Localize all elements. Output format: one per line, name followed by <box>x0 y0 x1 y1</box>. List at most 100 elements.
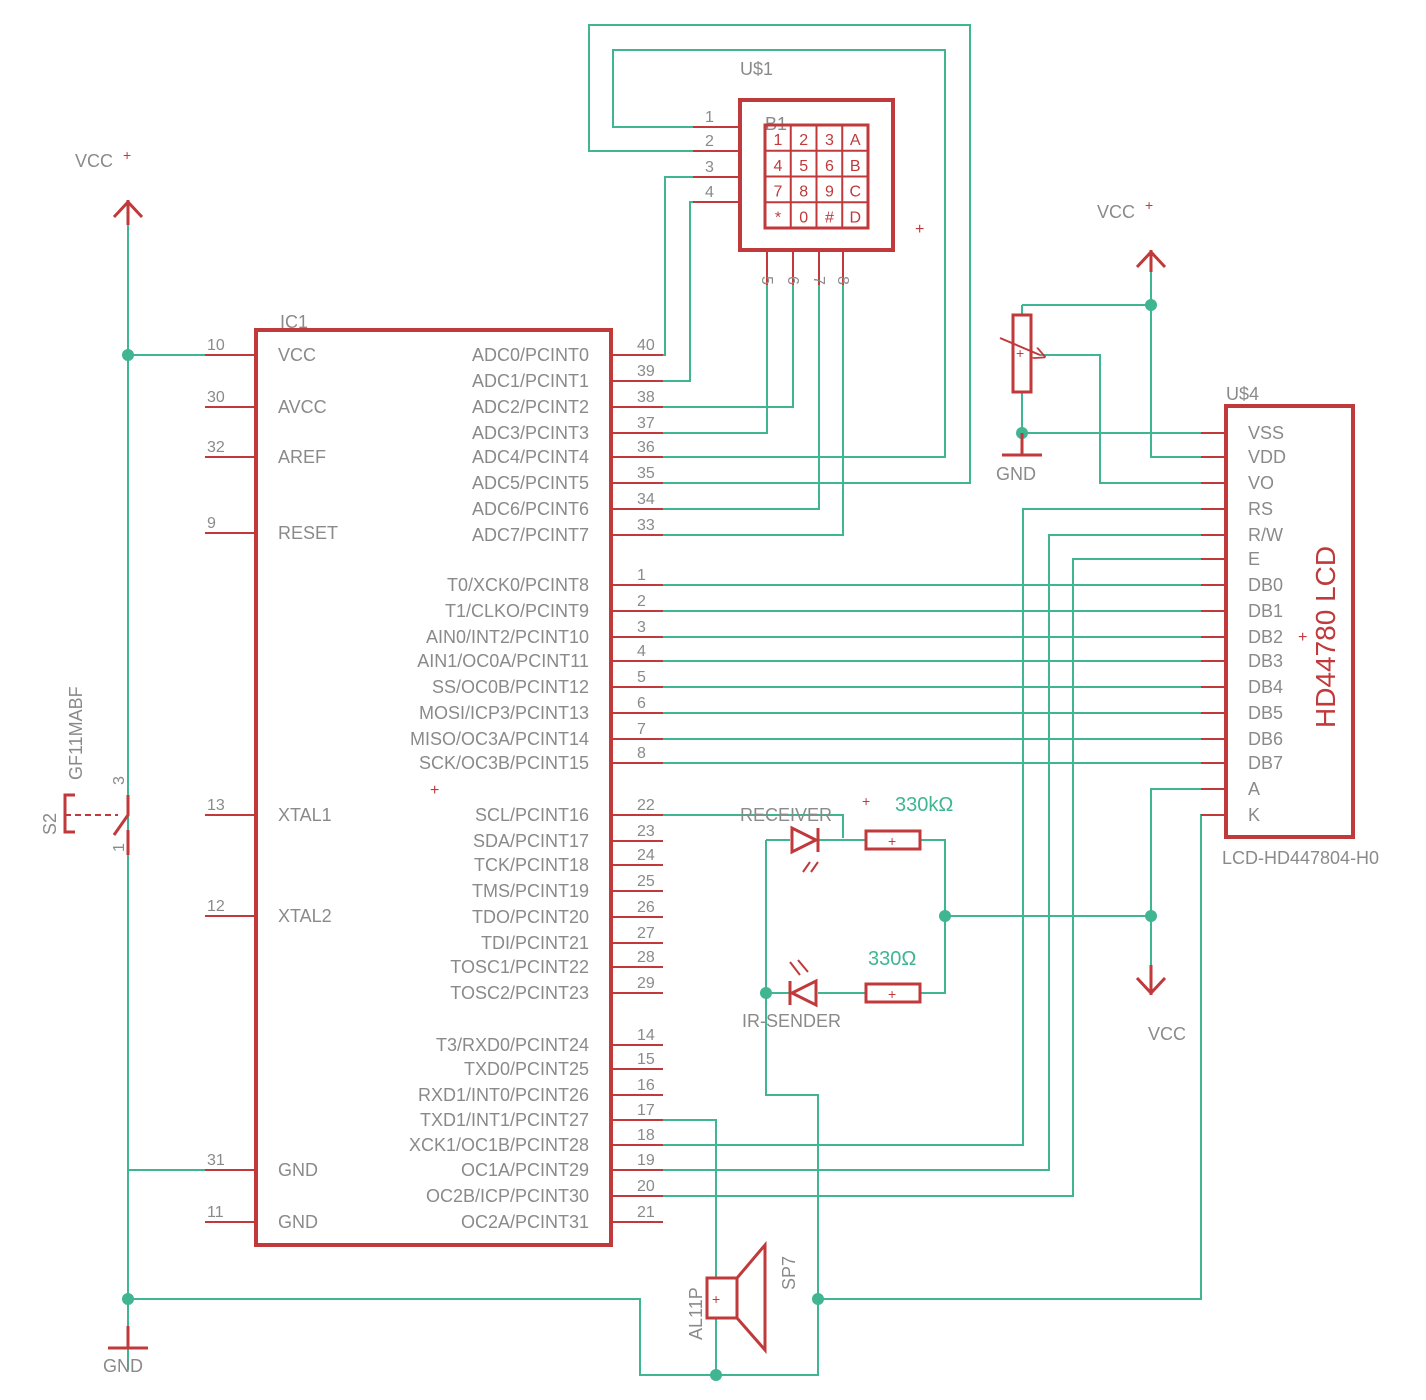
ic1-pin-number: 40 <box>637 337 655 354</box>
keypad-key: 0 <box>799 209 808 226</box>
ic1-pin-label: GND <box>278 1212 318 1232</box>
lcd-pin-label: RS <box>1248 499 1273 519</box>
ic1-pin-number: 24 <box>637 847 655 864</box>
svg-text:+: + <box>1298 629 1307 646</box>
wires <box>127 24 1226 1376</box>
vcc-pot-label: VCC <box>1097 202 1135 222</box>
lcd-pin-label: DB3 <box>1248 651 1283 671</box>
svg-text:+: + <box>430 782 439 799</box>
keypad-key: D <box>849 209 861 226</box>
ic1-pin-label: OC2B/ICP/PCINT30 <box>426 1186 589 1206</box>
keypad-key: 6 <box>825 158 834 175</box>
lcd-pin-label: R/W <box>1248 525 1283 545</box>
lcd-pin-label: DB0 <box>1248 575 1283 595</box>
switch-pin3: 3 <box>111 776 128 785</box>
switch-s2: S2 GF11MABF 3 1 <box>40 686 130 855</box>
ic1-pin-number: 2 <box>637 593 646 610</box>
svg-text:+: + <box>712 1291 720 1307</box>
keypad-key: B <box>850 158 861 175</box>
ic1-pin-number: 29 <box>637 975 655 992</box>
r1-value: 330kΩ <box>895 794 953 816</box>
potentiometer: + <box>999 313 1040 394</box>
ic1-pin-label: SS/OC0B/PCINT12 <box>432 677 589 697</box>
ic1-pin-number: 22 <box>637 797 655 814</box>
ic1-pin-label: ADC0/PCINT0 <box>472 345 589 365</box>
ic1-pin-number: 26 <box>637 899 655 916</box>
ic1-pin-label: TOSC2/PCINT23 <box>450 983 589 1003</box>
ic1-pin-number: 31 <box>207 1152 225 1169</box>
ic1-pin-label: XTAL2 <box>278 906 332 926</box>
ic1-pin-label: SCL/PCINT16 <box>475 805 589 825</box>
ic1-pin-number: 16 <box>637 1077 655 1094</box>
keypad-key: # <box>825 209 834 226</box>
ic1-pin-label: SDA/PCINT17 <box>473 831 589 851</box>
ic1-pin-label: GND <box>278 1160 318 1180</box>
ic1-pin-label: TOSC1/PCINT22 <box>450 957 589 977</box>
lcd-pin-label: DB7 <box>1248 753 1283 773</box>
ic1-pin-number: 14 <box>637 1027 655 1044</box>
ic1-pin-number: 19 <box>637 1152 655 1169</box>
keypad-pin-number: 1 <box>705 109 714 126</box>
ic1-pin-label: TDI/PCINT21 <box>481 933 589 953</box>
lcd-pin-label: A <box>1248 779 1260 799</box>
ic1-pin-label: TMS/PCINT19 <box>472 881 589 901</box>
lcd-pin-label: DB5 <box>1248 703 1283 723</box>
lcd-pin-label: DB6 <box>1248 729 1283 749</box>
ic1-pin-label: AVCC <box>278 397 327 417</box>
ic1-pin-label: TXD0/PCINT25 <box>464 1059 589 1079</box>
ic1-pin-number: 39 <box>637 363 655 380</box>
ic1-pin-number: 23 <box>637 823 655 840</box>
ic1-pin-number: 25 <box>637 873 655 890</box>
svg-text:+: + <box>1016 345 1024 361</box>
ic1-pin-number: 28 <box>637 949 655 966</box>
keypad-key: 5 <box>799 158 808 175</box>
keypad-key: 9 <box>825 184 834 201</box>
ic1-pin-number: 38 <box>637 389 655 406</box>
lcd-display: U$4 HD44780 LCD + LCD-HD447804-H0 VSSVDD… <box>1201 384 1379 868</box>
ic1-pin-number: 30 <box>207 389 225 406</box>
switch-value: GF11MABF <box>66 686 86 780</box>
ic1-pin-number: 15 <box>637 1051 655 1068</box>
ic1-pin-label: XCK1/OC1B/PCINT28 <box>409 1135 589 1155</box>
svg-text:+: + <box>888 833 896 849</box>
ic1-pin-number: 33 <box>637 517 655 534</box>
keypad-key: 4 <box>774 158 783 175</box>
ic1-pin-label: ADC3/PCINT3 <box>472 423 589 443</box>
lcd-pin-label: VSS <box>1248 423 1284 443</box>
ic1-pin-label: AIN1/OC0A/PCINT11 <box>417 651 589 671</box>
svg-text:+: + <box>915 221 924 238</box>
ic1-pin-label: T0/XCK0/PCINT8 <box>447 575 589 595</box>
svg-text:+: + <box>888 986 896 1002</box>
ic1-pin-number: 8 <box>637 745 646 762</box>
ic1-pin-label: ADC6/PCINT6 <box>472 499 589 519</box>
ic1-pin-number: 3 <box>637 619 646 636</box>
ic1-pin-number: 34 <box>637 491 655 508</box>
speaker-name: SP7 <box>779 1256 799 1290</box>
ic1-pin-label: SCK/OC3B/PCINT15 <box>419 753 589 773</box>
vcc-symbol-left: VCC + <box>75 147 144 225</box>
ic1-pin-label: TXD1/INT1/PCINT27 <box>420 1110 589 1130</box>
lcd-pin-label: DB4 <box>1248 677 1283 697</box>
keypad-key: 7 <box>774 184 783 201</box>
resistor-330: + 330Ω <box>864 948 922 1004</box>
lcd-pin-label: K <box>1248 805 1260 825</box>
vcc-bottom-label: VCC <box>1148 1024 1186 1044</box>
switch-pin1: 1 <box>111 843 128 852</box>
lcd-pin-label: DB2 <box>1248 627 1283 647</box>
keypad-key: A <box>850 132 861 149</box>
ir-sender-label: IR-SENDER <box>742 1011 841 1031</box>
keypad-pin-number: 5 <box>758 276 775 285</box>
ic1-pin-number: 5 <box>637 669 646 686</box>
ic1-pin-number: 7 <box>637 721 646 738</box>
ic1-pin-number: 17 <box>637 1102 655 1119</box>
ic1-pin-label: MOSI/ICP3/PCINT13 <box>419 703 589 723</box>
speaker-sp7: + SP7 AL11P <box>686 1240 799 1354</box>
keypad-key: 3 <box>825 132 834 149</box>
keypad-key: 2 <box>799 132 808 149</box>
svg-text:+: + <box>862 793 870 809</box>
ic1-pin-label: ADC7/PCINT7 <box>472 525 589 545</box>
gnd-pot-label: GND <box>996 464 1036 484</box>
